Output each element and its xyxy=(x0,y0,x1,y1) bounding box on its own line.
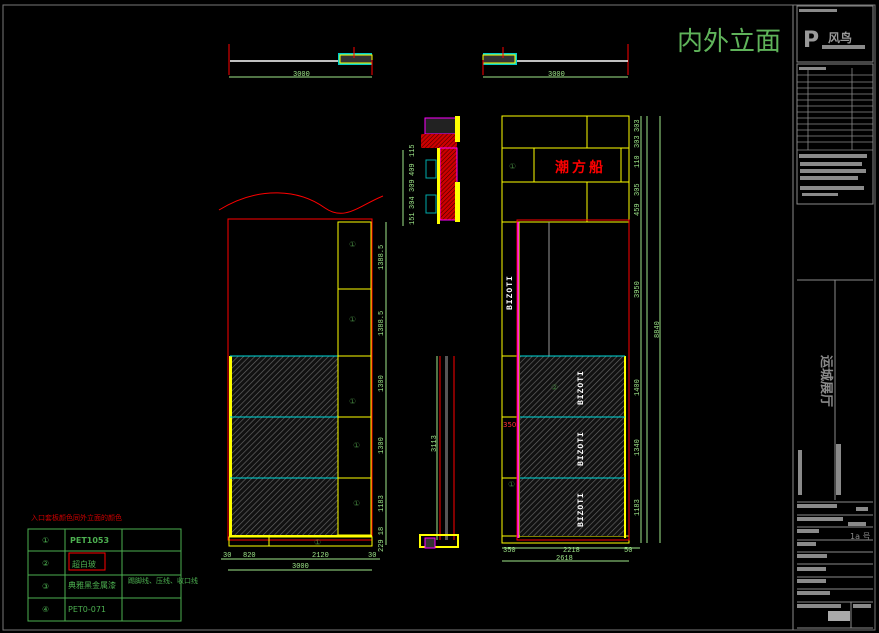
dim: 110 xyxy=(634,155,642,168)
dim: 3950 xyxy=(634,281,642,298)
dim: 409 xyxy=(409,163,417,176)
dim: 303 xyxy=(634,119,642,132)
logo-mark: P xyxy=(803,28,819,53)
dim: 303 xyxy=(634,135,642,148)
right-plan-dim: 3000 xyxy=(548,71,565,79)
material-marker: ① xyxy=(314,538,321,547)
material-marker: ② xyxy=(551,383,558,392)
legend-no: ③ xyxy=(42,582,49,591)
brand-logo: BIZOTI xyxy=(506,275,515,310)
dim: 8840 xyxy=(654,321,662,338)
dim: 2218 xyxy=(563,547,580,555)
material-marker: ① xyxy=(508,480,515,489)
dim: 1388.5 xyxy=(378,245,386,270)
brand-logo: BIZOTI xyxy=(577,370,586,405)
material-marker: ① xyxy=(509,162,516,171)
material-marker: ① xyxy=(353,441,360,450)
sheet-number: 1a 号 xyxy=(850,532,871,541)
brand-logo: BIZOTI xyxy=(577,492,586,527)
right-elevation: 潮方船 ① ① ② BIZOTI BIZOTI BIZOTI BIZOTI 35… xyxy=(501,115,662,563)
dim: 2120 xyxy=(312,552,329,560)
dim: 1300 xyxy=(378,375,386,392)
dim: 1388.5 xyxy=(378,311,386,336)
section-height-dim: 3113 xyxy=(431,435,439,452)
left-elevation: ① ① ① ① ① ① 1388.5 1388.5 1300 1300 1183… xyxy=(218,192,387,571)
drawing-title: 内外立面 xyxy=(677,27,781,57)
material-marker: ① xyxy=(349,240,356,249)
title-block: P 风鸟 运城展厅 xyxy=(796,5,874,629)
dim: 1400 xyxy=(634,379,642,396)
legend-note-cell: 踢脚线、压线、收口线 xyxy=(128,576,198,585)
dim: 304 xyxy=(409,196,417,209)
side-dim: 350 xyxy=(503,421,516,429)
dim: 305 xyxy=(634,183,642,196)
legend-no: ④ xyxy=(42,605,49,614)
dim: 2618 xyxy=(556,555,573,563)
sheet-frame xyxy=(2,4,876,631)
dim: 3000 xyxy=(292,563,309,571)
left-plan: 3000 xyxy=(228,44,373,79)
right-plan: 3000 xyxy=(482,44,629,79)
sign-text: 潮方船 xyxy=(555,159,606,176)
dim: 1183 xyxy=(378,495,386,512)
left-plan-dim: 3000 xyxy=(293,71,310,79)
legend-material: PET1053 xyxy=(70,536,109,545)
legend-material: 超白玻 xyxy=(72,559,96,569)
dim: 820 xyxy=(243,552,256,560)
brand-logo: BIZOTI xyxy=(577,431,586,466)
legend-material: PET0-071 xyxy=(68,605,106,614)
dim: 309 xyxy=(409,179,417,192)
material-marker: ① xyxy=(349,397,356,406)
dim: 30 xyxy=(223,552,231,560)
legend-material: 典雅黑金属漆 xyxy=(68,580,116,590)
dim: 1340 xyxy=(634,439,642,456)
material-legend: 入口套板颜色同外立面的颜色 ① PET1053 ② 超白玻 ③ 典雅黑金属漆 踢… xyxy=(27,513,198,622)
section-detail: 115 409 309 304 151 3113 xyxy=(402,116,460,549)
dim: 151 xyxy=(409,212,417,225)
dim: 115 xyxy=(409,144,417,157)
dim: 30 xyxy=(368,552,376,560)
dim: 459 xyxy=(634,203,642,216)
dim: 1300 xyxy=(378,437,386,454)
dim: 1183 xyxy=(634,499,642,516)
legend-note: 入口套板颜色同外立面的颜色 xyxy=(31,513,122,522)
project-name: 运城展厅 xyxy=(818,355,834,407)
legend-no: ① xyxy=(42,536,49,545)
material-marker: ① xyxy=(353,499,360,508)
material-marker: ① xyxy=(349,315,356,324)
dim: 350 xyxy=(503,547,516,555)
logo-name: 风鸟 xyxy=(828,30,852,45)
legend-no: ② xyxy=(42,559,49,568)
dim: 50 xyxy=(624,547,632,555)
dim: 229 18 xyxy=(378,527,386,552)
